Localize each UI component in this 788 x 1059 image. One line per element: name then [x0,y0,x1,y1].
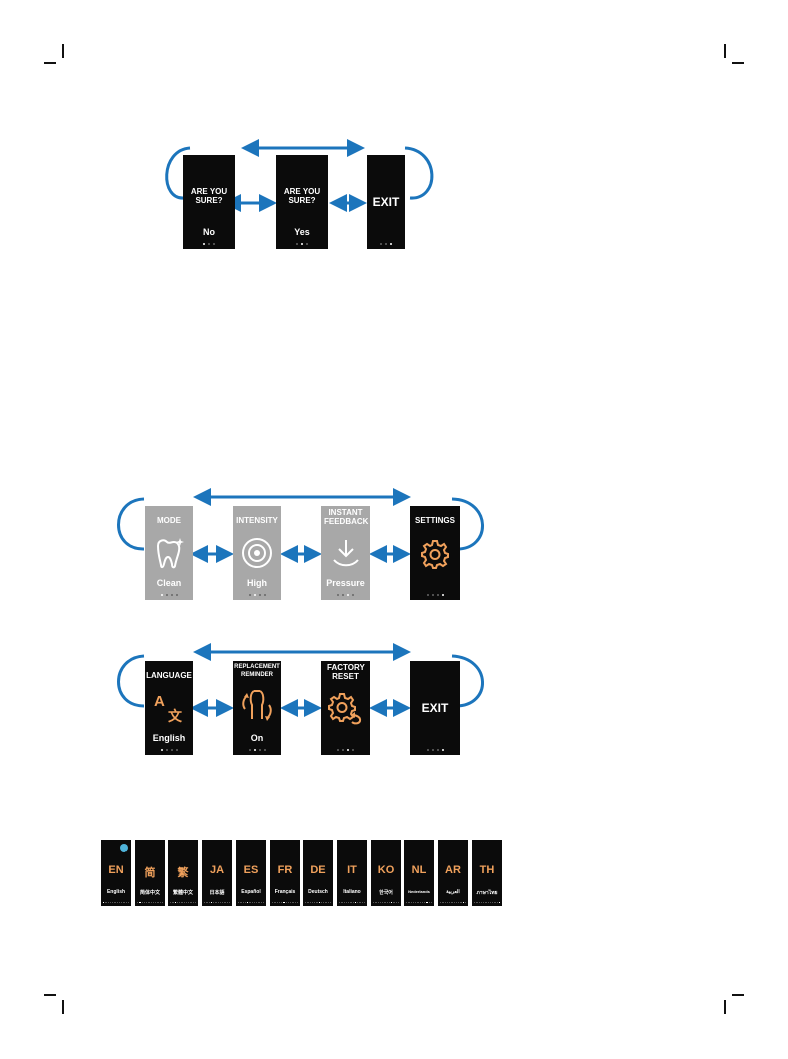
screen-value: Pressure [321,578,370,588]
language-code: 简 [135,864,165,880]
screen-title: INTENSITY [233,516,281,525]
page-dots [321,594,370,596]
page-dots [440,902,466,903]
page-dots [406,902,432,903]
language-name: ภาษาไทย [472,889,502,897]
page-dots [410,594,460,596]
screen-title: MODE [145,516,193,525]
confirm-exit-screen: EXIT [367,155,405,249]
translate-icon: A 文 [151,689,187,725]
page-dots [145,594,193,596]
page-dots [373,902,399,903]
language-tile-nl: NL Nederlands [404,840,434,906]
language-name: 繁體中文 [168,889,198,896]
screen-title: ARE YOU SURE? [183,187,235,205]
page-dots [103,902,129,903]
language-code: ES [236,864,266,876]
screen-value: On [233,733,281,743]
language-name: العربية [438,889,468,895]
language-name: Italiano [337,889,367,895]
language-name: Français [270,889,300,895]
language-code: AR [438,864,468,876]
page-dots [170,902,196,903]
language-tile-ko: KO 한국어 [371,840,401,906]
language-tile-it: IT Italiano [337,840,367,906]
language-code: KO [371,864,401,876]
factory-reset-screen: FACTORY RESET [321,661,370,755]
page-dots [367,243,405,245]
tooth-sparkle-icon [152,536,186,570]
language-tile-th: TH ภาษาไทย [472,840,502,906]
pressure-arrow-icon [329,536,363,570]
screen-title: LANGUAGE [145,671,193,680]
gear-icon [419,538,451,570]
screen-title: INSTANT FEEDBACK [321,508,370,526]
page-dots [305,902,331,903]
screen-value: No [183,227,235,237]
page-dots [321,749,370,751]
language-name: 简体中文 [135,889,165,896]
language-tile-fr: FR Français [270,840,300,906]
language-code: 繁 [168,864,198,880]
screen-value: Clean [145,578,193,588]
language-tile-ar: AR العربية [438,840,468,906]
mode-screen: MODE Clean [145,506,193,600]
language-tile-ja: JA 日本語 [202,840,232,906]
page-dots [204,902,230,903]
gear-reset-icon [328,691,364,725]
selected-check-icon [120,844,128,852]
language-code: FR [270,864,300,876]
svg-text:A: A [154,693,165,710]
settings-screen: SETTINGS [410,506,460,600]
instant-feedback-screen: INSTANT FEEDBACK Pressure [321,506,370,600]
language-code: IT [337,864,367,876]
confirm-no-screen: ARE YOU SURE? No [183,155,235,249]
language-name: Deutsch [303,889,333,895]
screen-value: Yes [276,227,328,237]
page-dots [474,902,500,903]
screen-title: FACTORY RESET [321,663,370,681]
brush-head-replace-icon [238,687,276,727]
screen-value: High [233,578,281,588]
page-dots [410,749,460,751]
language-screen: LANGUAGE A 文 English [145,661,193,755]
screen-title: ARE YOU SURE? [276,187,328,205]
language-tile-es: ES Español [236,840,266,906]
language-tile-zh-hant: 繁 繁體中文 [168,840,198,906]
language-name: 日本語 [202,889,232,896]
language-code: NL [404,864,434,876]
screen-value: English [145,733,193,743]
screen-title: SETTINGS [410,516,460,525]
screen-title: REPLACEMENT REMINDER [233,663,281,679]
exit-label: EXIT [410,701,460,715]
page-dots [272,902,298,903]
language-name: Español [236,889,266,895]
language-code: TH [472,864,502,876]
language-name: Nederlands [404,889,434,894]
page-dots [137,902,163,903]
language-tile-en: EN English [101,840,131,906]
page-dots [233,749,281,751]
replacement-reminder-screen: REPLACEMENT REMINDER On [233,661,281,755]
confirm-yes-screen: ARE YOU SURE? Yes [276,155,328,249]
target-icon [240,536,274,570]
page-dots [233,594,281,596]
language-name: 한국어 [371,889,401,896]
page-dots [238,902,264,903]
page-dots [276,243,328,245]
page-dots [339,902,365,903]
intensity-screen: INTENSITY High [233,506,281,600]
page-dots [145,749,193,751]
settings-exit-screen: EXIT [410,661,460,755]
exit-label: EXIT [367,195,405,209]
language-code: JA [202,864,232,876]
svg-text:文: 文 [168,708,183,725]
language-code: DE [303,864,333,876]
page-dots [183,243,235,245]
language-tile-zh-hans: 简 简体中文 [135,840,165,906]
language-tile-de: DE Deutsch [303,840,333,906]
language-name: English [101,889,131,895]
language-code: EN [101,864,131,876]
